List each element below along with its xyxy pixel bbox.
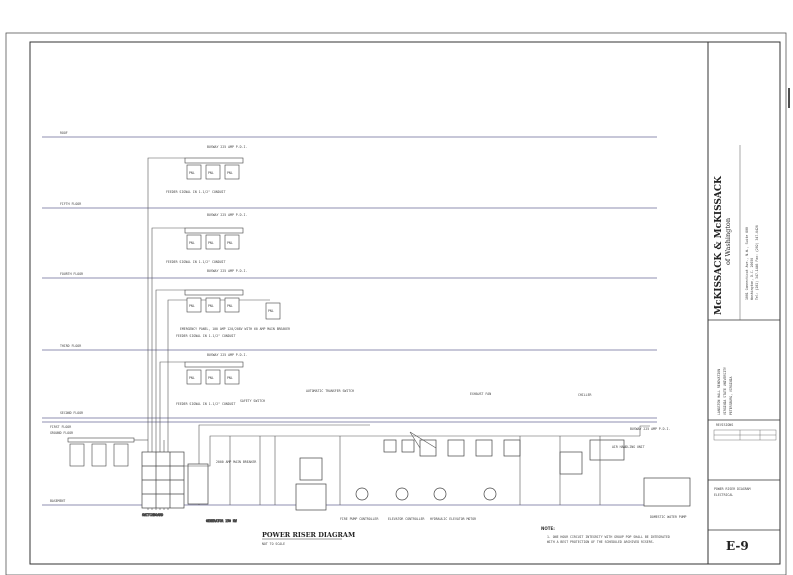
svg-text:PNL: PNL xyxy=(208,241,214,245)
svg-text:PNL: PNL xyxy=(208,171,214,175)
svg-text:PNL: PNL xyxy=(208,304,214,308)
callout: EXHAUST FAN xyxy=(470,392,491,396)
floor-label-ground: GROUND FLOOR xyxy=(50,431,73,435)
note-line: 1. ONE HOUR CIRCUIT INTEGRITY WITH GROUP… xyxy=(547,535,670,539)
feeder-note: FEEDER SIGNAL IN 1-1/2" CONDUIT xyxy=(176,334,236,338)
svg-text:PNL: PNL xyxy=(189,171,195,175)
floor-panel-group: PNL PNL PNL BUSWAY 225 AMP P.D.I. FEEDER… xyxy=(166,213,247,264)
callout: SAFETY SWITCH xyxy=(240,399,265,403)
svg-text:PNL: PNL xyxy=(189,376,195,380)
sheet-outer-border xyxy=(5,32,787,575)
sheet-title-line: ELECTRICAL xyxy=(714,493,733,497)
svg-text:PNL: PNL xyxy=(189,241,195,245)
callout: HYDRAULIC ELEVATOR MOTOR xyxy=(430,517,476,521)
floor-panel-group: PNL PNL PNL BUSWAY 225 AMP P.D.I. FEEDER… xyxy=(176,269,247,338)
panel: PNL xyxy=(205,369,221,385)
callout: 2000 AMP MAIN BREAKER xyxy=(216,460,256,464)
floor-lines xyxy=(42,136,690,506)
equipment-connections xyxy=(184,425,650,505)
drawing-scale: NOT TO SCALE xyxy=(262,542,285,546)
feeder-note: FEEDER SIGNAL IN 1-1/2" CONDUIT xyxy=(176,402,236,406)
panel: PNL xyxy=(224,164,240,180)
emergency-panel: PNL EMERGENCY PANEL, 100 AMP 120/208V WI… xyxy=(180,302,290,331)
svg-text:PNL: PNL xyxy=(227,171,233,175)
project-line: LANGSTON HALL RENOVATION xyxy=(717,369,721,415)
panel: PNL xyxy=(186,297,202,313)
firm-sub: of Washington xyxy=(724,218,732,265)
callout: AIR HANDLING UNIT xyxy=(612,445,645,449)
busway-note: BUSWAY 225 AMP P.D.I. xyxy=(207,213,247,217)
callout: CHILLER xyxy=(578,393,592,397)
floor-label-first: FIRST FLOOR xyxy=(50,425,71,429)
project-line: VIRGINIA STATE UNIVERSITY xyxy=(723,367,727,415)
drawing-title: POWER RISER DIAGRAM xyxy=(262,531,355,539)
firm-city: Washington, D.C. 20036 xyxy=(750,258,754,300)
firm-phone: Tel: (202) 347-1446 Fax: (202) 347-6426 xyxy=(755,225,759,300)
panel: PNL xyxy=(186,369,202,385)
floor-label-fourth: FOURTH FLOOR xyxy=(60,272,83,276)
panel: PNL xyxy=(224,369,240,385)
floor-label-roof: ROOF xyxy=(60,131,68,135)
switchboard: SWITCHBOARD xyxy=(141,451,185,517)
firm-address: 1001 Connecticut Ave., N.W., Suite 800 xyxy=(745,227,749,300)
sheet-title-line: POWER RISER DIAGRAM xyxy=(714,487,751,491)
sheet-number: E-9 xyxy=(726,539,749,553)
emergency-panel-note: EMERGENCY PANEL, 100 AMP 120/208V WITH 6… xyxy=(180,327,290,331)
firm-name: McKISSACK & McKISSACK xyxy=(714,175,724,315)
callout: FIRE PUMP CONTROLLER xyxy=(340,517,378,521)
panel: PNL xyxy=(224,234,240,250)
drawing-title-block: POWER RISER DIAGRAM NOT TO SCALE xyxy=(262,531,355,546)
basement-equipment xyxy=(295,439,691,511)
svg-text:PNL: PNL xyxy=(227,241,233,245)
callout: DOMESTIC WATER PUMP xyxy=(650,515,687,519)
left-panel-group xyxy=(67,437,148,467)
panel: PNL xyxy=(205,297,221,313)
sheet-inner-border xyxy=(29,41,781,565)
svg-text:PNL: PNL xyxy=(227,376,233,380)
drawing-note: NOTE: 1. ONE HOUR CIRCUIT INTEGRITY WITH… xyxy=(541,526,670,544)
revisions-label: REVISIONS xyxy=(716,423,733,427)
busway-note: BUSWAY 225 AMP P.D.I. xyxy=(207,353,247,357)
floor-label-fifth: FIFTH FLOOR xyxy=(60,202,81,206)
panel: PNL xyxy=(205,234,221,250)
project-line: PETERSBURG, VIRGINIA xyxy=(729,377,733,415)
svg-text:PNL: PNL xyxy=(208,376,214,380)
panel: PNL xyxy=(205,164,221,180)
callout: AUTOMATIC TRANSFER SWITCH xyxy=(306,389,354,393)
floor-panel-group: PNL PNL PNL BUSWAY 225 AMP P.D.I. FEEDER… xyxy=(166,145,247,194)
equipment-callouts: 2000 AMP MAIN BREAKER AUTOMATIC TRANSFER… xyxy=(216,389,687,521)
busway-note: BUSWAY 225 AMP P.D.I. xyxy=(207,145,247,149)
floor-label-second: SECOND FLOOR xyxy=(60,411,83,415)
generator: GENERATOR 150 KW xyxy=(187,463,237,523)
svg-text:PNL: PNL xyxy=(268,309,274,313)
floor-panel-group: PNL PNL PNL BUSWAY 225 AMP P.D.I. FEEDER… xyxy=(176,353,247,406)
callout: ELEVATOR CONTROLLER xyxy=(388,517,425,521)
busway-note: BUSWAY 225 AMP P.D.I. xyxy=(207,269,247,273)
note-heading: NOTE: xyxy=(541,526,555,531)
panel: PNL xyxy=(186,164,202,180)
feeder-note: FEEDER SIGNAL IN 1-1/2" CONDUIT xyxy=(166,260,226,264)
panel: PNL xyxy=(224,297,240,313)
floor-label-basement: BASEMENT xyxy=(50,499,65,503)
title-block: McKISSACK & McKISSACK of Washington 1001… xyxy=(708,145,780,553)
switchboard-label: SWITCHBOARD xyxy=(142,513,163,517)
note-line: WITH A BEST PROTECTION OF THE SCHEDULED … xyxy=(547,540,655,544)
feeder-note: FEEDER SIGNAL IN 1-1/2" CONDUIT xyxy=(166,190,226,194)
floor-labels: ROOF FIFTH FLOOR FOURTH FLOOR THIRD FLOO… xyxy=(50,131,83,503)
generator-label: GENERATOR 150 KW xyxy=(206,519,237,523)
panel: PNL xyxy=(186,234,202,250)
floor-label-third: THIRD FLOOR xyxy=(60,344,81,348)
callout: BUSWAY 225 AMP P.D.I. xyxy=(630,427,670,431)
revisions-table xyxy=(713,429,777,441)
svg-text:PNL: PNL xyxy=(189,304,195,308)
svg-text:PNL: PNL xyxy=(227,304,233,308)
